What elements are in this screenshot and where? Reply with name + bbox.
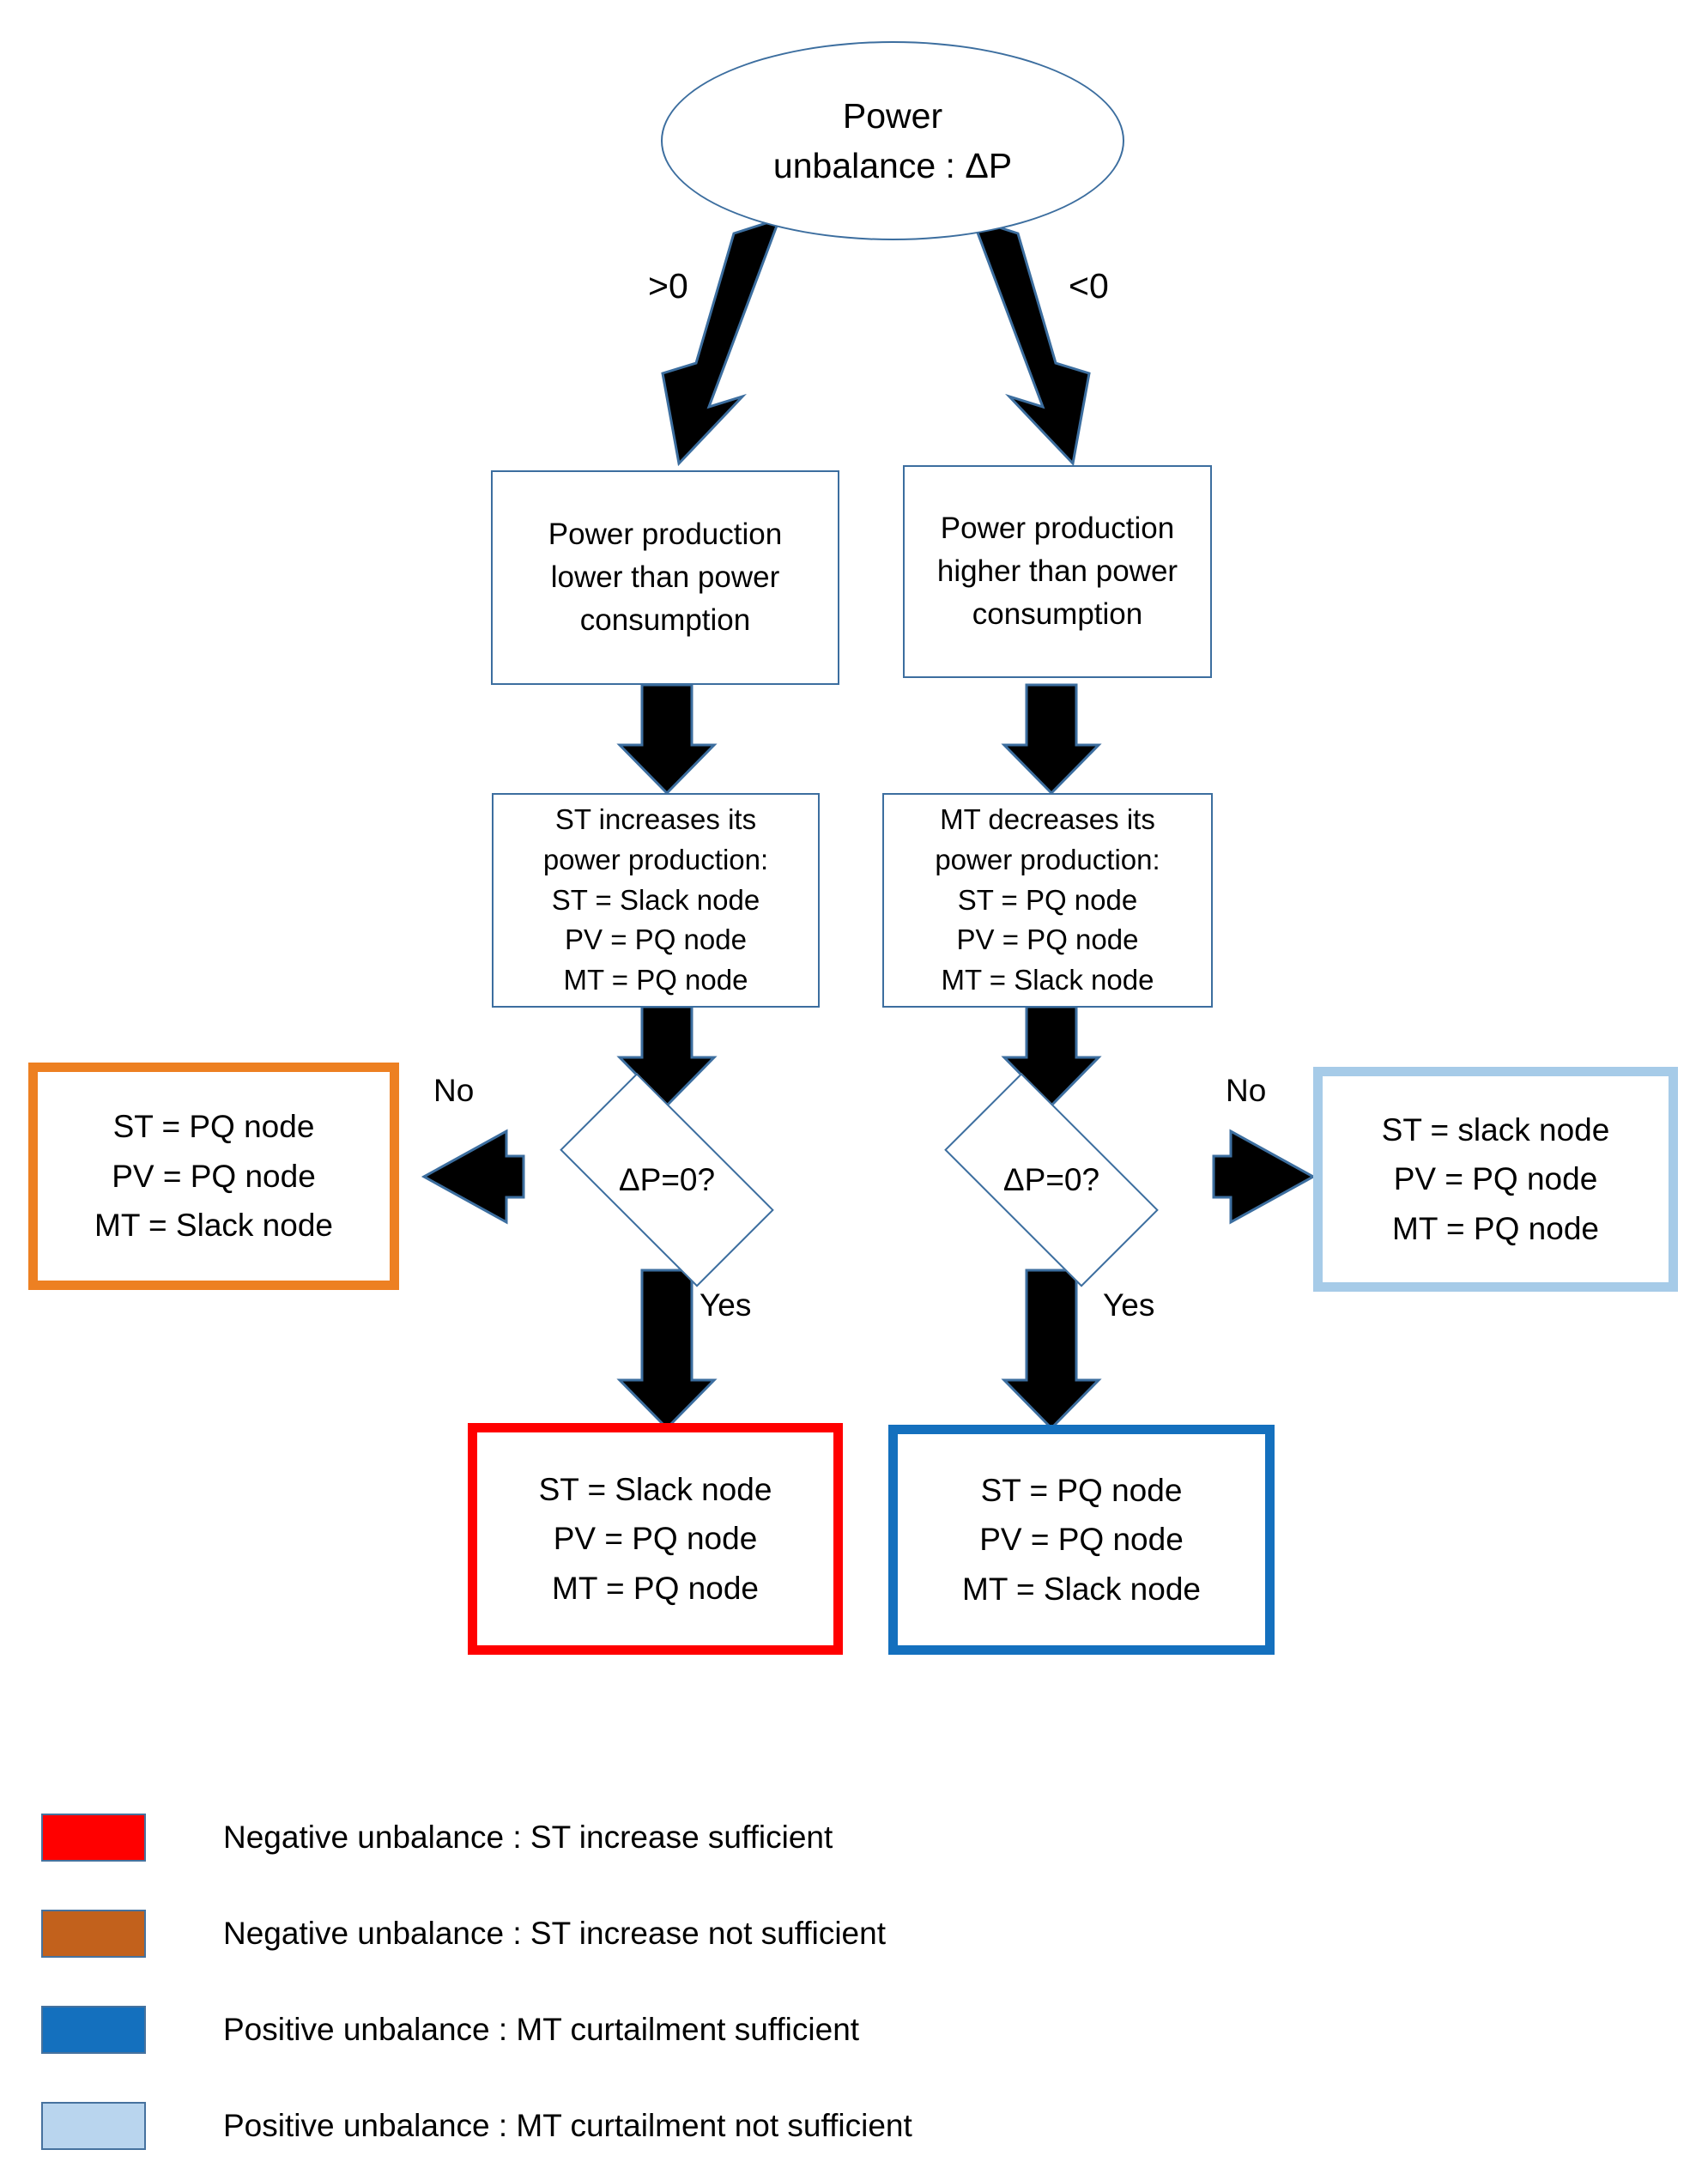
right-action-line-3: ST = PQ node <box>957 883 1138 916</box>
legend-swatch-red <box>41 1814 146 1862</box>
start-node-line-1: Power <box>842 95 943 136</box>
right-no-result-box: ST = slack node PV = PQ node MT = PQ nod… <box>1313 1067 1678 1292</box>
right-yes-result-box: ST = PQ node PV = PQ node MT = Slack nod… <box>888 1425 1275 1655</box>
right-action-line-1: MT decreases its <box>940 802 1155 835</box>
left-no-result-line-2: PV = PQ node <box>112 1158 316 1194</box>
left-action-line-2: power production: <box>542 843 769 875</box>
left-condition-box: Power production lower than power consum… <box>491 470 839 685</box>
right-no-result-line-2: PV = PQ node <box>1393 1161 1598 1197</box>
arrow-left-decision-no <box>421 1129 525 1225</box>
legend-label-blue: Positive unbalance : MT curtailment suff… <box>223 2012 860 2047</box>
right-decision-label: ΔP=0? <box>1002 1162 1100 1197</box>
start-node-line-2: unbalance : ΔP <box>772 146 1013 185</box>
start-node-power-unbalance: Power unbalance : ΔP <box>661 41 1124 240</box>
left-condition-line-2: lower than power <box>550 560 780 595</box>
left-no-result-line-3: MT = Slack node <box>94 1208 333 1244</box>
arrow-right-decision-yes <box>1001 1269 1102 1431</box>
left-yes-result-line-1: ST = Slack node <box>538 1471 772 1507</box>
left-yes-result-box: ST = Slack node PV = PQ node MT = PQ nod… <box>468 1423 843 1655</box>
legend-item: Negative unbalance : ST increase suffici… <box>41 1789 1329 1886</box>
arrow-right-decision-no <box>1212 1129 1317 1225</box>
left-no-result-box: ST = PQ node PV = PQ node MT = Slack nod… <box>28 1063 399 1290</box>
legend-item: Negative unbalance : ST increase not suf… <box>41 1886 1329 1982</box>
legend-label-light-blue: Positive unbalance : MT curtailment not … <box>223 2108 912 2143</box>
right-condition-line-3: consumption <box>972 596 1143 631</box>
right-condition-line-1: Power production <box>940 512 1175 546</box>
right-action-line-2: power production: <box>935 843 1160 875</box>
legend-item: Positive unbalance : MT curtailment suff… <box>41 1982 1329 2078</box>
legend-swatch-blue <box>41 2006 146 2054</box>
arrow-unbalance-to-left-condition <box>661 216 782 467</box>
legend-swatch-orange <box>41 1910 146 1958</box>
left-action-box: ST increases its power production: ST = … <box>492 793 820 1008</box>
right-decision-diamond: ΔP=0? <box>914 1073 1189 1287</box>
right-action-line-4: PV = PQ node <box>956 923 1139 956</box>
right-no-label: No <box>1226 1073 1267 1108</box>
left-action-line-4: PV = PQ node <box>565 923 747 956</box>
left-action-line-1: ST increases its <box>554 802 757 835</box>
right-yes-result-line-3: MT = Slack node <box>962 1571 1201 1607</box>
left-decision-label: ΔP=0? <box>618 1162 716 1197</box>
legend: Negative unbalance : ST increase suffici… <box>41 1789 1329 2174</box>
left-yes-result-line-3: MT = PQ node <box>552 1570 759 1606</box>
left-condition-line-1: Power production <box>548 518 783 552</box>
arrow-left-condition-to-action <box>616 683 718 796</box>
right-no-result-line-3: MT = PQ node <box>1392 1210 1599 1246</box>
left-action-line-3: ST = Slack node <box>551 883 760 916</box>
branch-label-positive: >0 <box>648 266 688 306</box>
right-yes-result-line-2: PV = PQ node <box>979 1522 1184 1558</box>
legend-item: Positive unbalance : MT curtailment not … <box>41 2078 1329 2174</box>
arrow-unbalance-to-right-condition <box>970 216 1091 467</box>
arrow-right-condition-to-action <box>1001 683 1102 796</box>
right-yes-result-line-1: ST = PQ node <box>980 1472 1183 1508</box>
right-action-line-5: MT = Slack node <box>941 964 1154 996</box>
left-yes-result-line-2: PV = PQ node <box>553 1521 758 1557</box>
left-condition-line-3: consumption <box>579 603 751 637</box>
branch-label-negative: <0 <box>1069 266 1109 306</box>
legend-label-orange: Negative unbalance : ST increase not suf… <box>223 1916 886 1951</box>
left-yes-label: Yes <box>700 1287 752 1323</box>
left-decision-diamond: ΔP=0? <box>530 1073 804 1287</box>
right-condition-box: Power production higher than power consu… <box>903 465 1212 678</box>
right-yes-label: Yes <box>1103 1287 1155 1323</box>
left-no-label: No <box>433 1073 475 1108</box>
right-no-result-line-1: ST = slack node <box>1381 1111 1610 1148</box>
right-condition-line-2: higher than power <box>936 554 1178 589</box>
legend-swatch-light-blue <box>41 2102 146 2150</box>
left-action-line-5: MT = PQ node <box>563 964 748 996</box>
right-action-box: MT decreases its power production: ST = … <box>882 793 1213 1008</box>
left-no-result-line-1: ST = PQ node <box>112 1109 315 1145</box>
arrow-left-decision-yes <box>616 1269 718 1431</box>
legend-label-red: Negative unbalance : ST increase suffici… <box>223 1820 833 1855</box>
